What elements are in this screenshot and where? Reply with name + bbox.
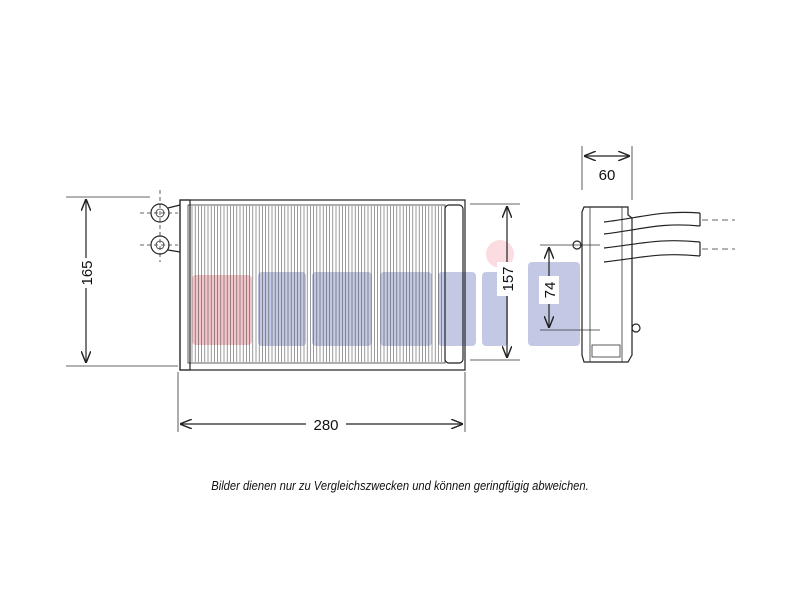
dimension-label-60: 60 (599, 167, 616, 184)
dimension-depth: 60 (581, 146, 633, 200)
dimension-height-outer: 165 (66, 196, 178, 367)
pipe-connectors (140, 190, 181, 262)
disclaimer-caption: Bilder dienen nur zu Vergleichszwecken u… (211, 478, 589, 493)
radiator-core (179, 199, 466, 371)
radiator-fins (191, 206, 442, 362)
dimension-label-157: 157 (500, 266, 517, 291)
dimension-label-280: 280 (313, 417, 338, 434)
dimension-height-core: 157 (470, 203, 520, 361)
dimension-width: 280 (177, 372, 466, 434)
dimension-pipe-spacing: 74 (539, 244, 600, 331)
dimension-label-74: 74 (542, 282, 559, 299)
radiator-side-view (572, 206, 735, 363)
dimension-label-165: 165 (79, 260, 96, 285)
watermark-logo (192, 240, 580, 346)
